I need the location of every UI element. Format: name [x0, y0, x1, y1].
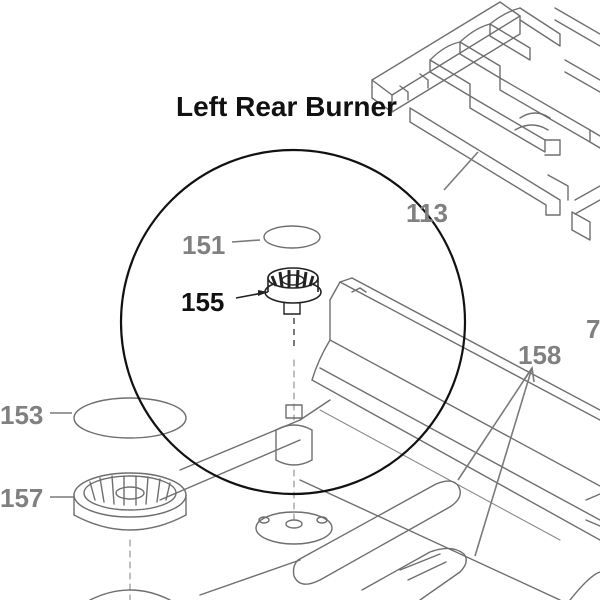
part-number-157: 157: [0, 483, 44, 513]
part-number-158: 158: [518, 340, 562, 370]
part-number-155: 155: [181, 287, 225, 317]
leader-113: [443, 151, 479, 191]
part-number-153: 153: [0, 400, 44, 430]
diagram-title: Left Rear Burner: [176, 91, 397, 122]
leader-155-arrow: [258, 290, 268, 296]
leader-158-arrow: [523, 365, 535, 383]
leader-158: [457, 367, 533, 557]
part-number-cut-7: 7: [586, 314, 600, 344]
part-number-113: 113: [406, 198, 448, 228]
part-number-151: 151: [182, 230, 226, 260]
burner-cap-151-shape: [263, 225, 321, 249]
burner-base-155-shape: [264, 267, 322, 350]
leader-151: [231, 239, 261, 243]
burner-cap-153-shape: [73, 397, 187, 439]
burner-partial-bottom: [89, 589, 171, 600]
trim-strip-158-shape: [292, 480, 467, 600]
highlight-circle: [119, 148, 467, 496]
grate-drawing: [371, 1, 600, 241]
burner-partial-corner: [569, 571, 600, 600]
